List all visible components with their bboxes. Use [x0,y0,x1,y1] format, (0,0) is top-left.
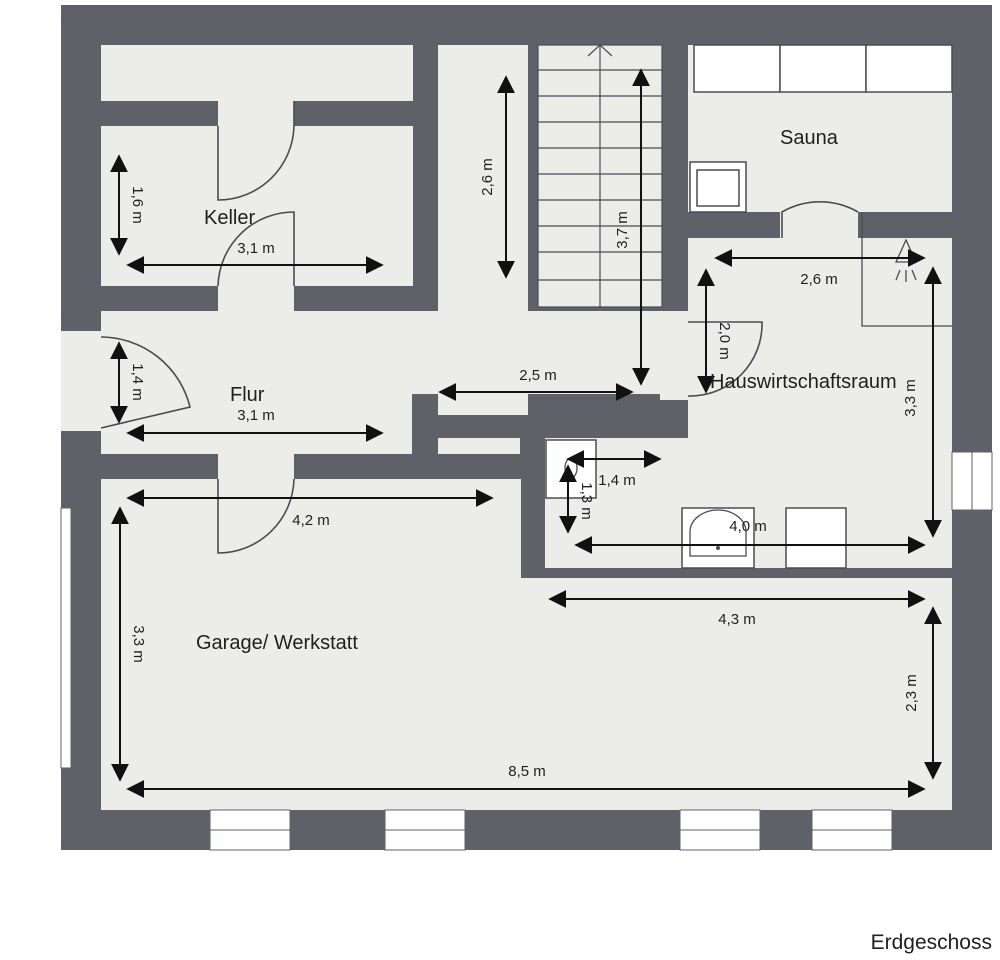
dim-label-garage-right-width: 4,3 m [718,611,756,628]
garage-door-gap [218,454,294,479]
dim-label-hwr-door: 2,0 m [716,322,733,360]
dim-label-hwr-height: 3,3 m [902,379,919,417]
dim-label-flur-width: 3,1 m [237,407,275,424]
sauna-benches [689,44,953,213]
dim-label-niche-height: 1,3 m [578,482,595,520]
dim-label-hwr-width: 4,0 m [729,518,767,535]
keller-door-top [217,125,295,201]
keller-door-gap-top [218,101,294,126]
room-label-flur: Flur [230,384,265,406]
window-left-garage [60,507,72,769]
sauna-door [781,201,859,238]
garage-right-floor [521,578,952,810]
dimension-lines [110,68,942,798]
keller-floor [101,126,413,286]
sauna-door-gap [780,212,858,238]
room-label-hwr: Hauswirtschaftsraum [710,371,897,393]
dim-label-garage-top-width: 4,2 m [292,512,330,529]
room-label-garage: Garage/ Werkstatt [196,632,358,654]
room-label-keller: Keller [204,207,255,229]
dim-label-garage-height: 3,3 m [130,625,147,663]
dim-label-niche-width: 1,4 m [598,472,636,489]
sauna-bench-1 [693,44,781,93]
doors [100,101,859,554]
sauna-stove-inner [696,169,740,207]
hwr-door [687,321,763,397]
windows [60,451,993,851]
dim-label-stair-length: 3,7 m [614,211,631,249]
garage-floor [101,479,521,810]
dim-label-garage-right-height: 2,3 m [903,674,920,712]
hwr-connect-floor [660,320,690,400]
room-label-sauna: Sauna [780,127,839,149]
flur-strip-floor [438,438,520,454]
sauna-bench-3 [865,44,953,93]
flur-door-opening [61,331,101,431]
dim-label-flur-height: 1,4 m [129,363,146,401]
flur-floor [101,311,690,394]
washing-machine [785,507,847,569]
dim-label-sauna-width: 2,6 m [800,271,838,288]
floor-name: Erdgeschoss [870,931,992,954]
room-labels: Keller Flur Sauna Hauswirtschaftsraum Ga… [196,127,897,654]
dim-label-garage-width: 8,5 m [508,763,546,780]
dim-label-passage-width: 2,5 m [519,367,557,384]
keller-door-gap-bottom [218,286,294,311]
keller-top-floor [101,45,413,101]
dim-label-corridor-height: 2,6 m [479,158,496,196]
washbasin [681,507,755,569]
flur-entrance-door [100,336,191,429]
sauna-bench-2 [779,44,867,93]
dimension-labels: 1,6 m 3,1 m 2,6 m 3,7 m 2,6 m 2,0 m 3,3 … [129,158,920,780]
dim-label-keller-height: 1,6 m [129,186,146,224]
dim-label-keller-width: 3,1 m [237,240,275,257]
